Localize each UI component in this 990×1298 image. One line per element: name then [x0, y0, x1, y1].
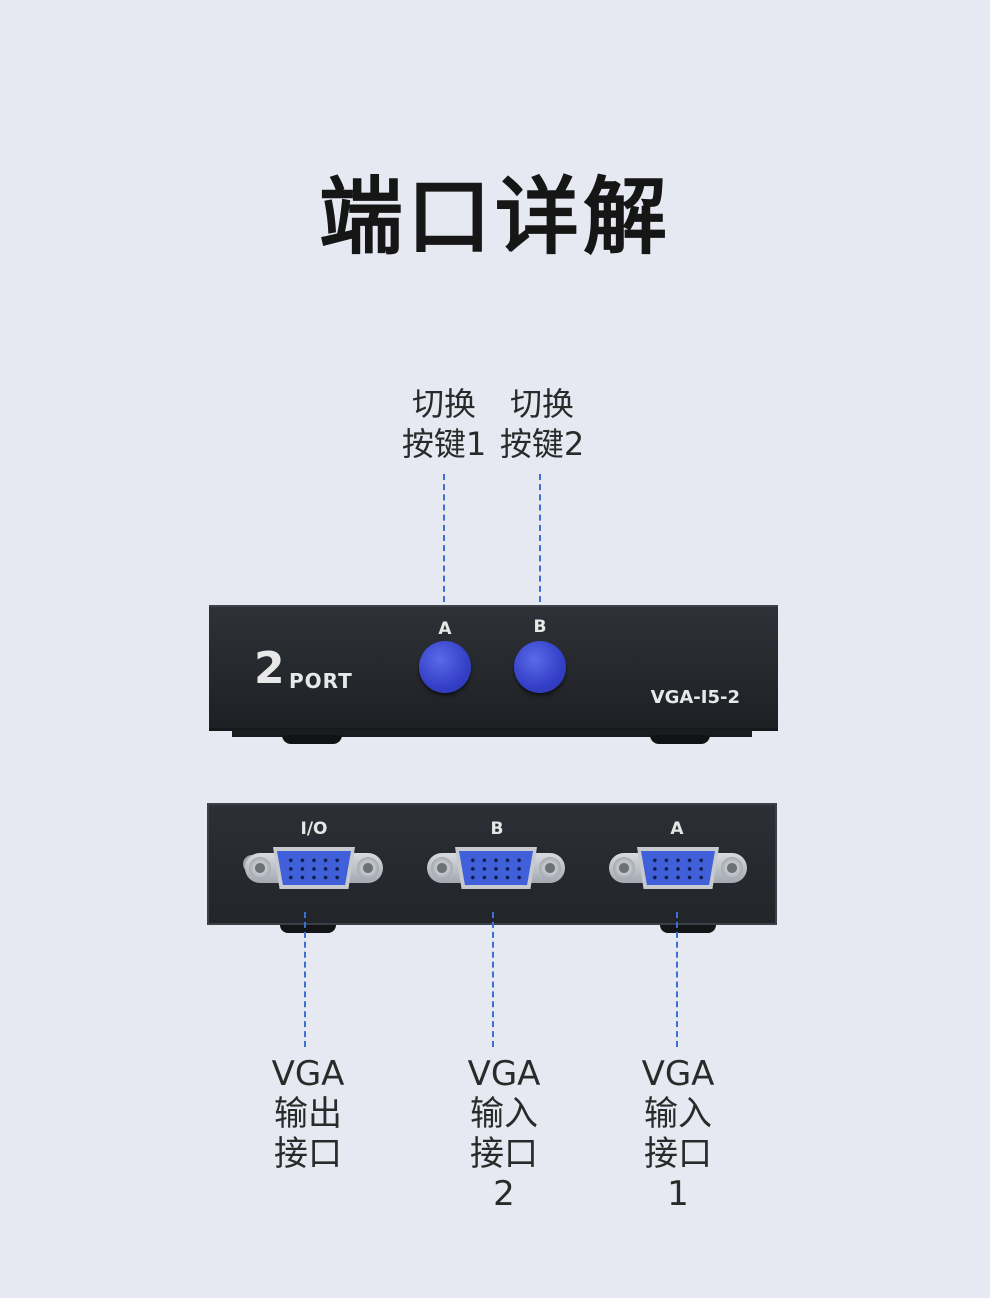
switch-back-panel: I/O B A: [207, 803, 777, 925]
callout-line: VGA: [271, 1054, 345, 1094]
vga-input-port-2[interactable]: [427, 847, 565, 889]
port-pins: [649, 856, 707, 882]
callout-vga-output: VGA 输出 接口: [248, 1054, 368, 1174]
callout-line: 按键1: [401, 425, 487, 463]
callout-connector-line: [676, 912, 678, 1047]
screw-icon: [249, 857, 271, 879]
port-b-label: B: [490, 819, 504, 839]
device-foot: [280, 925, 336, 933]
callout-line: 按键2: [499, 425, 585, 463]
logo-number: 2: [254, 643, 285, 694]
device-foot: [650, 735, 710, 744]
screw-icon: [539, 857, 561, 879]
switch-button-a[interactable]: [419, 641, 471, 693]
callout-vga-input-1: VGA 输入 接口 1: [618, 1054, 738, 1214]
model-number: VGA-I5-2: [650, 687, 740, 708]
switch-button-b[interactable]: [514, 641, 566, 693]
callout-switch-button-2: 切换 按键2: [487, 384, 597, 464]
callout-vga-input-2: VGA 输入 接口 2: [444, 1054, 564, 1214]
callout-connector-line: [539, 474, 541, 602]
callout-connector-line: [492, 912, 494, 1047]
switch-front-panel: 2 PORT A B VGA-I5-2: [209, 605, 778, 731]
callout-line: 切换: [509, 385, 574, 423]
callout-line: 接口: [644, 1134, 712, 1174]
logo-text: PORT: [289, 669, 353, 693]
screw-icon: [431, 857, 453, 879]
callout-connector-line: [304, 912, 306, 1047]
port-a-label: A: [670, 819, 684, 839]
callout-line: 1: [667, 1174, 689, 1214]
callout-line: 2: [493, 1174, 515, 1214]
callout-switch-button-1: 切换 按键1: [389, 384, 499, 464]
port-pins: [285, 856, 343, 882]
callout-line: 输入: [644, 1094, 712, 1134]
callout-line: 输入: [470, 1094, 538, 1134]
callout-line: VGA: [467, 1054, 541, 1094]
button-b-label: B: [533, 617, 547, 637]
port-io-label: I/O: [300, 819, 328, 839]
callout-connector-line: [443, 474, 445, 602]
vga-output-port[interactable]: [245, 847, 383, 889]
device-foot: [282, 735, 342, 744]
screw-icon: [357, 857, 379, 879]
callout-line: 切换: [411, 385, 476, 423]
device-foot: [660, 925, 716, 933]
vga-input-port-1[interactable]: [609, 847, 747, 889]
callout-line: 输出: [274, 1094, 342, 1134]
callout-line: 接口: [470, 1134, 538, 1174]
page-title: 端口详解: [318, 168, 671, 266]
callout-line: 接口: [274, 1134, 342, 1174]
screw-icon: [613, 857, 635, 879]
callout-line: VGA: [641, 1054, 715, 1094]
port-pins: [467, 856, 525, 882]
screw-icon: [721, 857, 743, 879]
front-panel-base: [232, 729, 752, 737]
button-a-label: A: [438, 619, 452, 639]
